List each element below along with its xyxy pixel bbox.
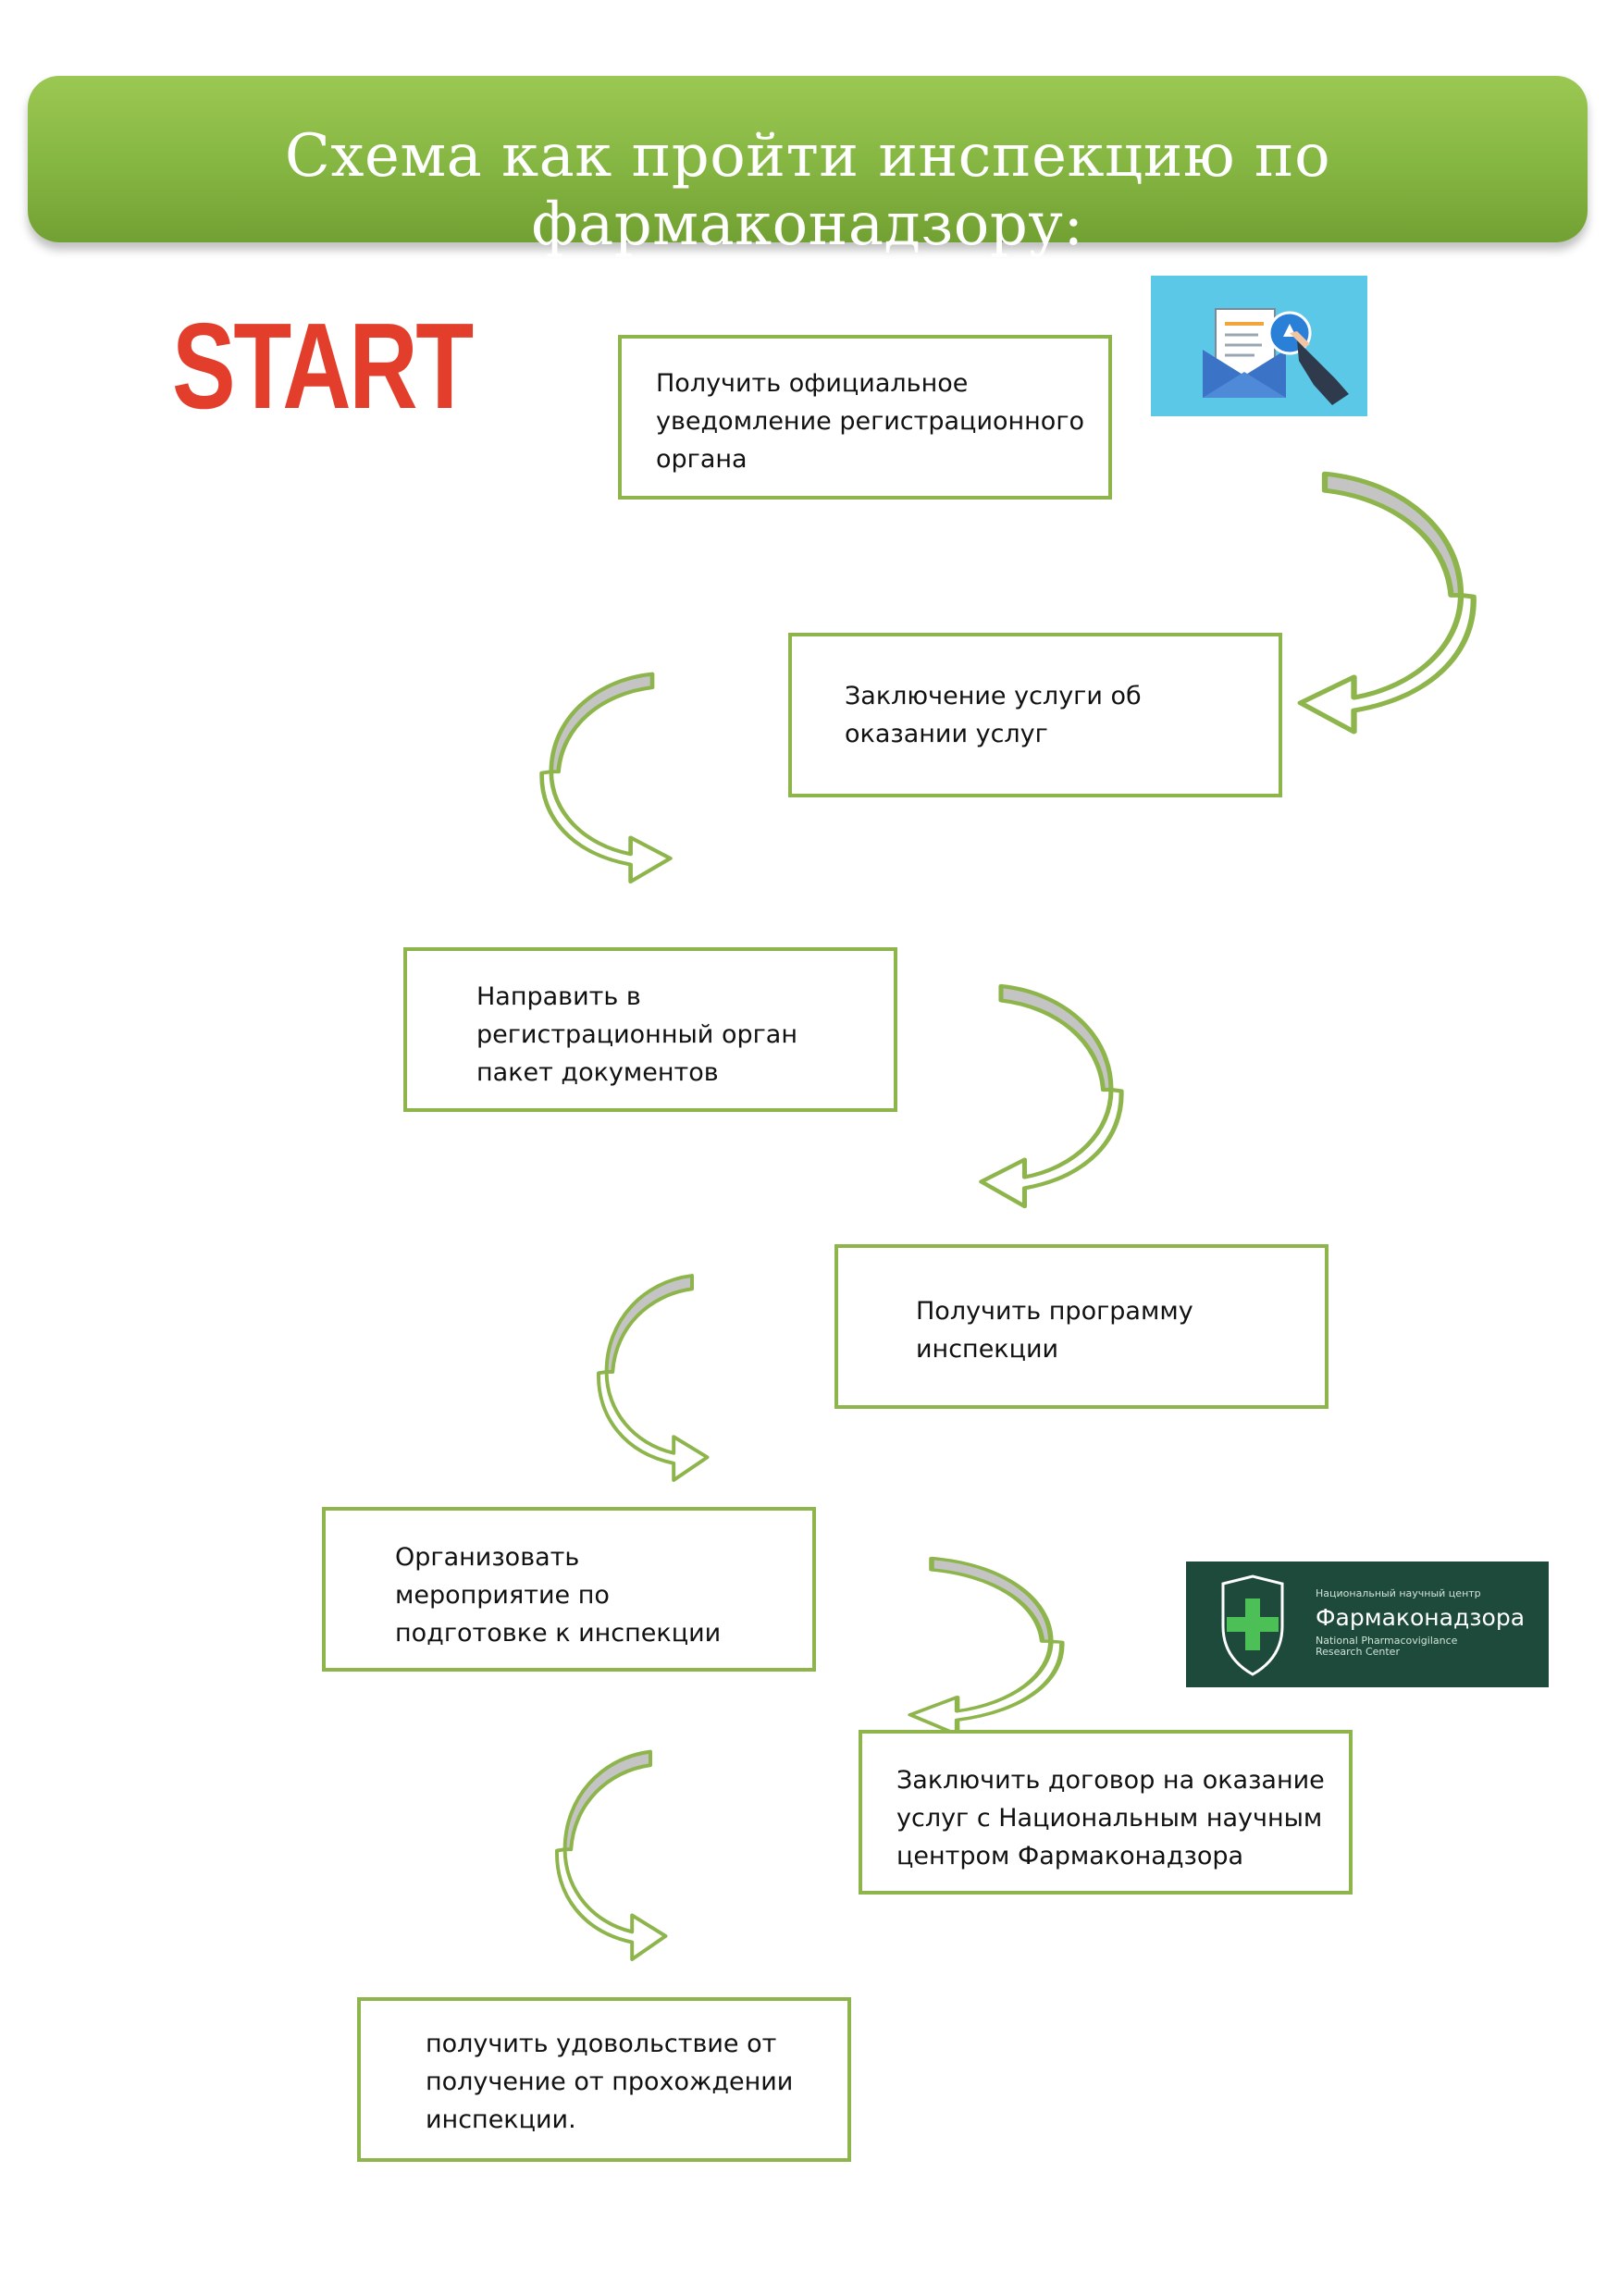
arrow-3: [982, 986, 1121, 1206]
mail-notification-icon: [1151, 276, 1367, 416]
pharmacovigilance-logo-icon: Национальный научный центр Фармаконадзор…: [1186, 1562, 1549, 1687]
arrow-1: [1301, 474, 1474, 732]
step-7: получить удовольствие от получение от пр…: [357, 1997, 851, 2162]
step-1: Получить официальное уведомление регистр…: [618, 335, 1112, 500]
step-5: Организовать мероприятие по подготовке к…: [322, 1507, 816, 1672]
step-2: Заключение услуги об оказании услуг: [788, 633, 1282, 797]
arrow-5: [910, 1559, 1062, 1734]
step-6: Заключить договор на оказание услуг с На…: [859, 1730, 1353, 1895]
title-banner: Схема как пройти инспекцию по фармаконад…: [28, 76, 1588, 259]
arrow-4: [596, 1274, 710, 1482]
logo-english: National Pharmacovigilance Research Cent…: [1316, 1635, 1458, 1658]
page-title: Схема как пройти инспекцию по фармаконад…: [284, 122, 1331, 259]
arrow-2: [542, 674, 671, 882]
logo-small-text: Национальный научный центр: [1316, 1587, 1481, 1599]
arrow-6: [554, 1749, 668, 1961]
step-4: Получить программу инспекции: [834, 1244, 1329, 1409]
logo-name: Фармаконадзора: [1316, 1604, 1526, 1631]
start-label: START: [172, 298, 474, 434]
step-3: Направить в регистрационный орган пакет …: [403, 947, 897, 1112]
